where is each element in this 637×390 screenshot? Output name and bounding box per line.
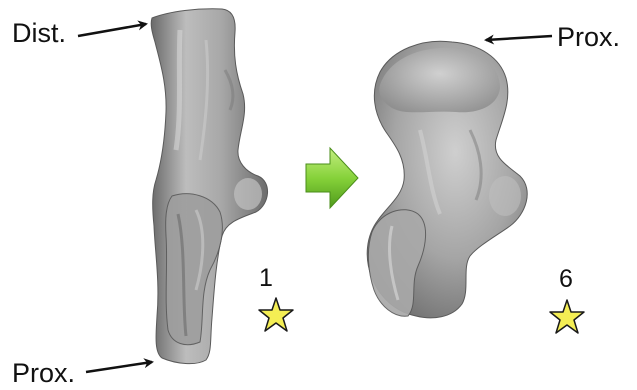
specimen-number-6: 6 [559, 265, 573, 293]
label-dist-pointer [78, 24, 146, 36]
right-arrow-icon [306, 148, 358, 208]
label-prox-left: Prox. [12, 358, 75, 388]
specimen-number-1: 1 [259, 264, 273, 292]
left-bone-model [151, 9, 267, 364]
right-bone-model [367, 41, 527, 318]
label-prox-right-pointer [486, 36, 552, 40]
star-icon [259, 298, 293, 331]
label-dist: Dist. [12, 18, 66, 48]
star-icon [550, 300, 584, 333]
label-prox-right: Prox. [557, 22, 620, 52]
label-prox-left-pointer [86, 362, 152, 372]
